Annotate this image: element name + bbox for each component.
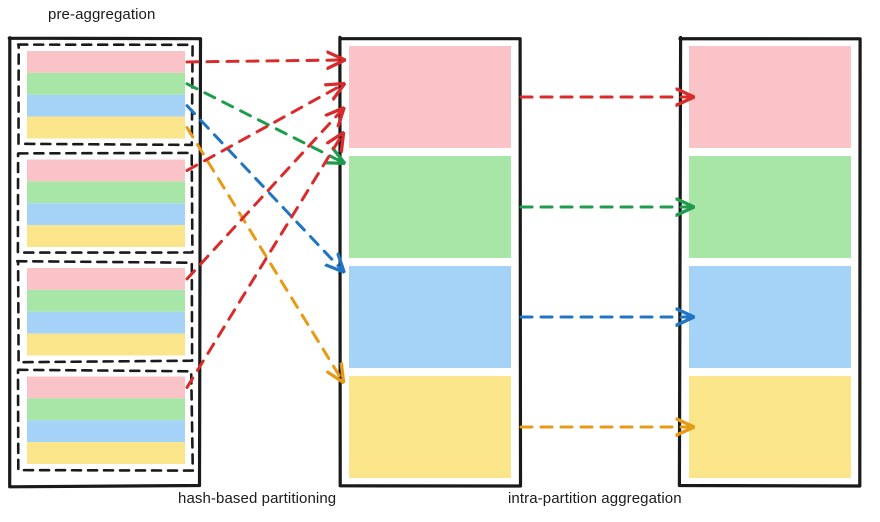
pre-agg-band-blue-g2 xyxy=(27,203,185,225)
pre-agg-band-yellow-g2 xyxy=(27,225,185,247)
pre-agg-band-green-g1 xyxy=(27,73,185,95)
partition-block-pink xyxy=(349,46,511,148)
edge-partition-red-7 xyxy=(187,135,342,387)
pre-agg-band-blue-g3 xyxy=(27,312,185,334)
pre-agg-band-pink-g2 xyxy=(27,160,185,182)
pre-agg-band-green-g2 xyxy=(27,181,185,203)
pre-agg-band-pink-g3 xyxy=(27,268,185,290)
partition-block-green xyxy=(349,156,511,258)
partition-block-yellow xyxy=(349,376,511,478)
pre-agg-band-blue-g4 xyxy=(27,420,185,442)
edge-partition-red-5 xyxy=(187,85,342,170)
final-block-green xyxy=(689,156,851,258)
pre-agg-band-pink-g4 xyxy=(27,377,185,399)
edge-partition-orange-4 xyxy=(187,128,342,380)
edge-partition-blue-3 xyxy=(187,106,342,270)
edge-partition-green-2 xyxy=(187,84,342,162)
pre-agg-band-blue-g1 xyxy=(27,95,185,117)
pre-agg-band-yellow-g3 xyxy=(27,334,185,356)
pre-agg-band-green-g3 xyxy=(27,290,185,312)
final-block-yellow xyxy=(689,376,851,478)
final-block-blue xyxy=(689,266,851,368)
pre-agg-band-yellow-g4 xyxy=(27,442,185,464)
pre-agg-band-yellow-g1 xyxy=(27,117,185,139)
final-block-pink xyxy=(689,46,851,148)
edge-partition-red-1 xyxy=(187,60,342,62)
pre-agg-band-pink-g1 xyxy=(27,51,185,73)
partition-block-blue xyxy=(349,266,511,368)
pre-agg-band-green-g4 xyxy=(27,398,185,420)
